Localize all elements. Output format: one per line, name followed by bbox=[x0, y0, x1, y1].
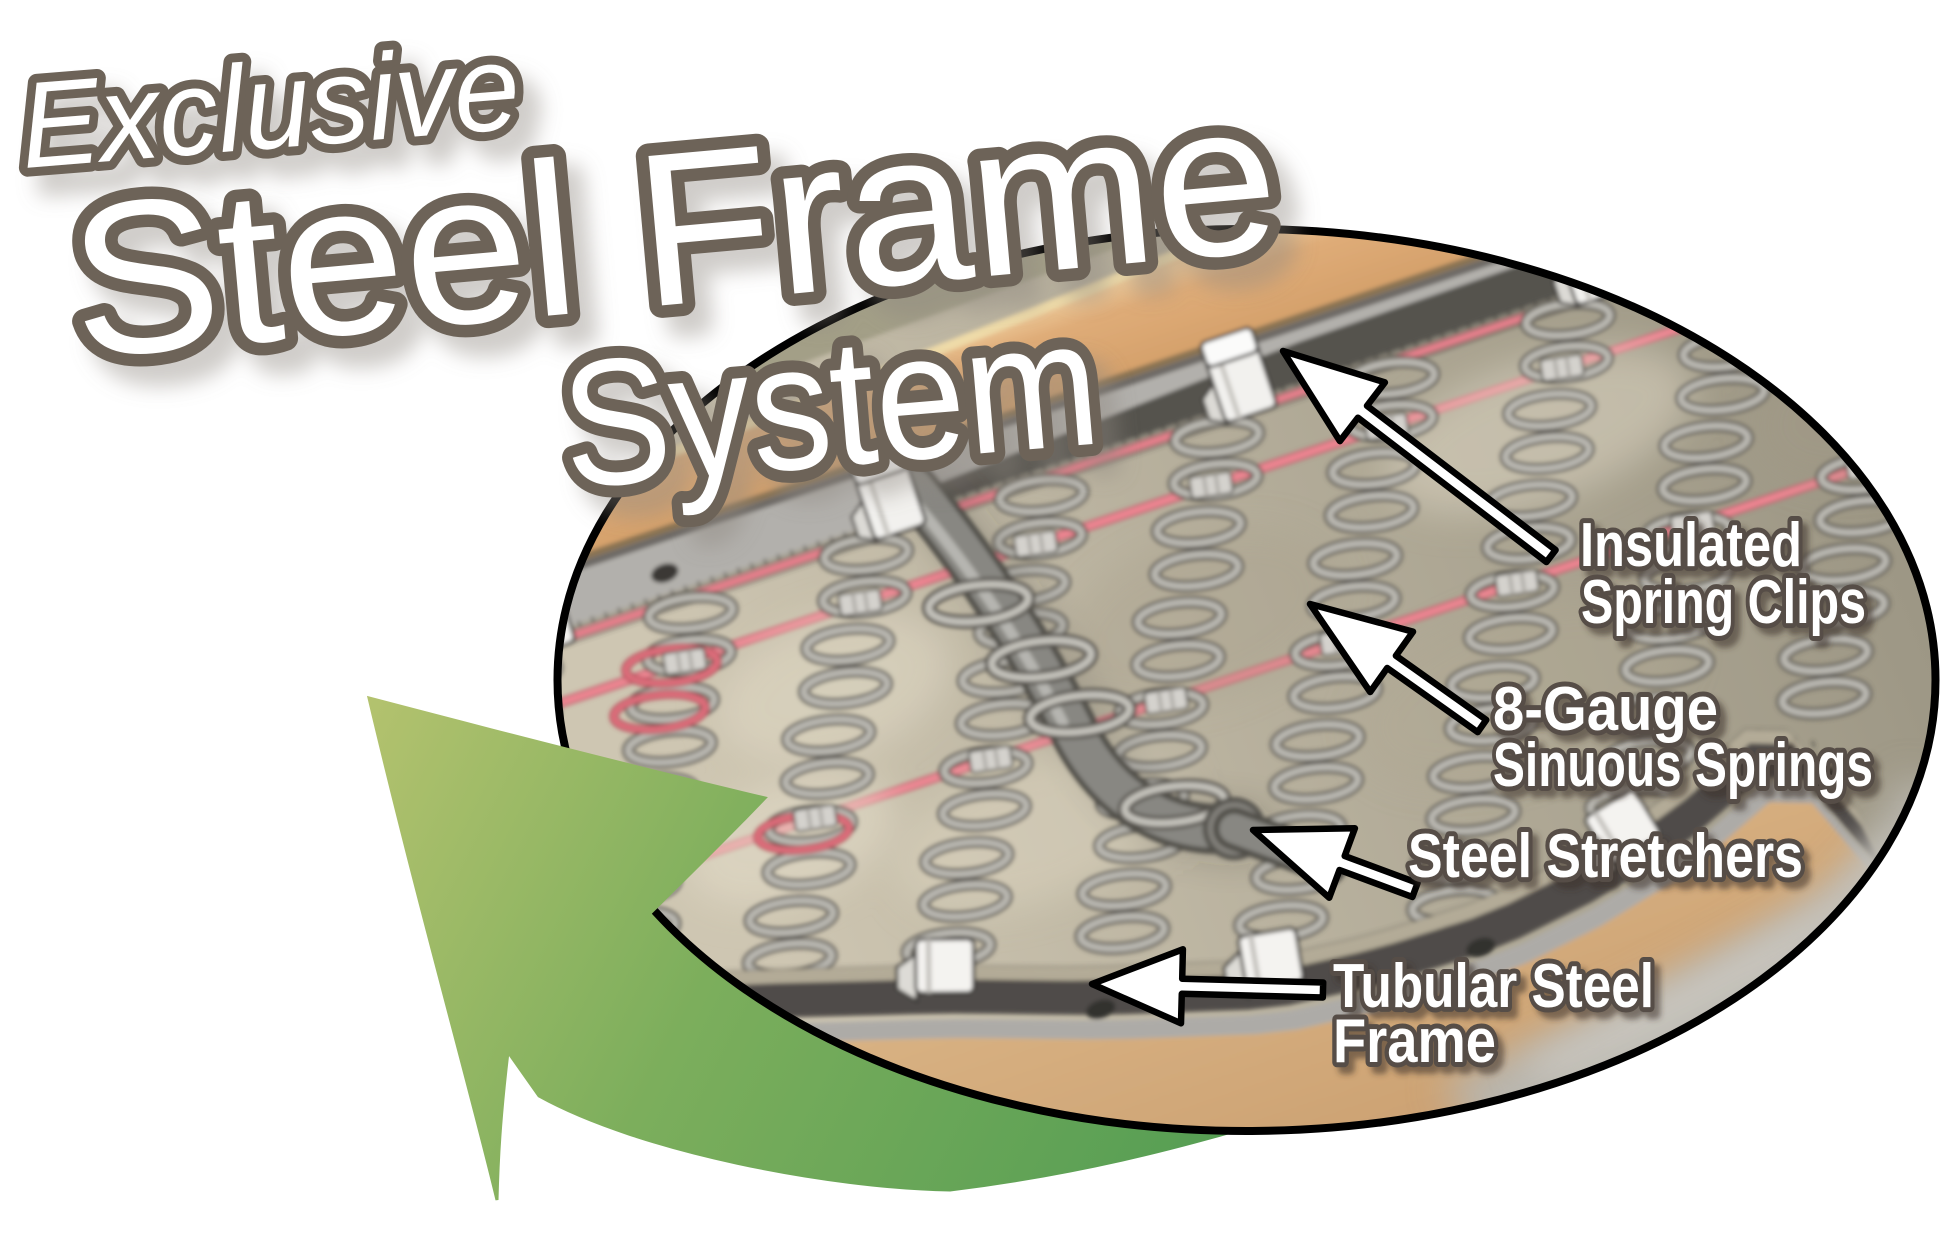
svg-text:Steel Stretchers: Steel Stretchers bbox=[1408, 822, 1803, 891]
svg-text:Spring Clips: Spring Clips bbox=[1581, 568, 1866, 637]
svg-text:Insulated: Insulated bbox=[1580, 511, 1802, 580]
svg-text:Frame: Frame bbox=[1333, 1007, 1496, 1076]
svg-text:Tubular Steel: Tubular Steel bbox=[1333, 952, 1654, 1021]
svg-text:Sinuous Springs: Sinuous Springs bbox=[1493, 731, 1873, 800]
svg-text:8-Gauge: 8-Gauge bbox=[1493, 675, 1718, 744]
